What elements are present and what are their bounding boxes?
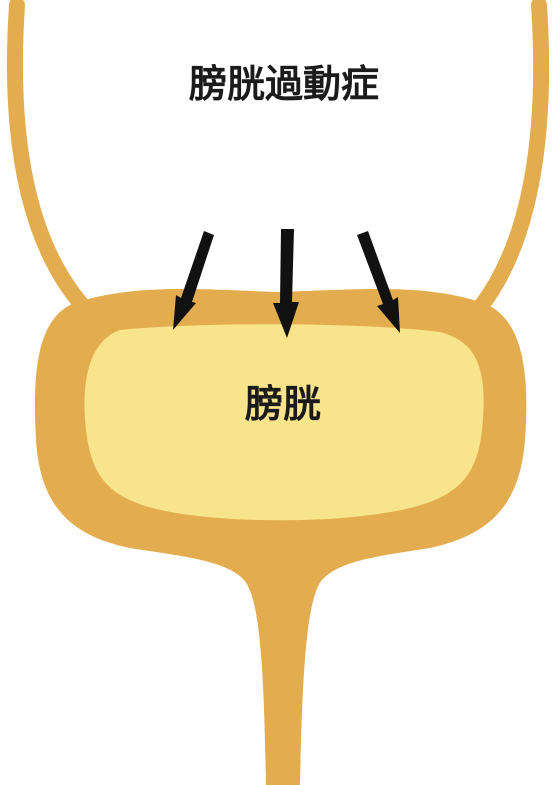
title-label: 膀胱過動症	[189, 62, 379, 106]
right-ureter-curve	[482, 5, 541, 305]
bladder-label: 膀胱	[245, 382, 321, 426]
left-ureter-curve	[15, 5, 82, 305]
